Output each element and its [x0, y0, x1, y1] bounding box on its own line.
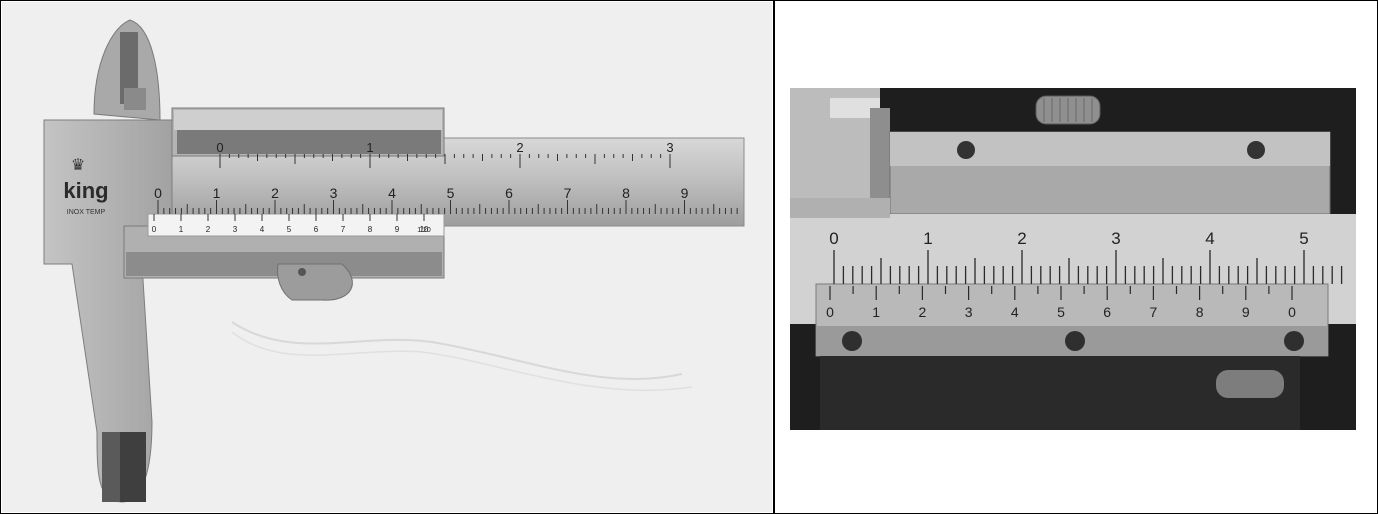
vernier-label: 9 — [1242, 304, 1250, 320]
caliper-photo-right: 0 1 2 3 4 5 0 1 2 3 4 5 6 7 8 9 0 — [790, 88, 1356, 430]
main-scale-label: 1 — [923, 229, 932, 248]
caliper-closeup: 0 1 2 3 4 5 0 1 2 3 4 5 6 7 8 9 0 — [790, 88, 1356, 430]
inch-scale-label: 0 — [216, 140, 223, 155]
vernier-label: 3 — [233, 225, 238, 234]
vernier-label: 2 — [919, 304, 927, 320]
vernier-label: 2 — [206, 225, 211, 234]
cm-scale-label: 7 — [564, 185, 572, 201]
vernier-label: 1 — [872, 304, 880, 320]
cm-scale-label: 6 — [505, 185, 513, 201]
screw-upper-left — [957, 141, 975, 159]
vernier-label: 7 — [1150, 304, 1158, 320]
svg-text:♛: ♛ — [71, 157, 85, 174]
vernier-label: 8 — [1196, 304, 1204, 320]
cm-scale-label: 8 — [622, 185, 630, 201]
screw-lower-mid — [1065, 331, 1085, 351]
brand-subtitle: INOX TEMP — [67, 209, 106, 216]
vernier-label: 8 — [368, 225, 373, 234]
cm-scale-label: 1 — [213, 185, 221, 201]
brand-logo: king — [63, 178, 108, 203]
vernier-label: 6 — [314, 225, 319, 234]
vernier-label: 6 — [1103, 304, 1111, 320]
vernier-label: 9 — [395, 225, 400, 234]
vernier-label: 0 — [1288, 304, 1296, 320]
vernier-label: 5 — [287, 225, 292, 234]
vernier-label: 4 — [260, 225, 265, 234]
vernier-label: 3 — [965, 304, 973, 320]
cm-scale-label: 2 — [271, 185, 279, 201]
vernier-label: 4 — [1011, 304, 1019, 320]
main-scale-label: 2 — [1017, 229, 1026, 248]
main-scale-label: 3 — [1111, 229, 1120, 248]
cm-scale-label: 5 — [447, 185, 455, 201]
cm-scale-label: 4 — [388, 185, 396, 201]
inch-scale-label: 2 — [516, 140, 523, 155]
vernier-label: 0 — [152, 225, 157, 234]
vernier-label: 1 — [179, 225, 184, 234]
inch-scale-label: 1 — [366, 140, 373, 155]
inch-scale-label: 3 — [666, 140, 673, 155]
cm-scale-label: 0 — [154, 185, 162, 201]
main-scale-label: 0 — [829, 229, 838, 248]
vernier-label: 0 — [826, 304, 834, 320]
vernier-unit-label: 1/20 — [417, 227, 431, 234]
screw-lower-left — [842, 331, 862, 351]
vernier-label: 5 — [1057, 304, 1065, 320]
vernier-label: 7 — [341, 225, 346, 234]
screw-lower-right — [1284, 331, 1304, 351]
vernier-label: 10 — [420, 225, 429, 234]
cm-scale-label: 3 — [330, 185, 338, 201]
caliper-illustration: 0 1 2 3 0 1 2 3 4 5 6 7 8 9 0 1 2 3 4 5 6 7 8 9 101/20 ♛ king IN… — [2, 2, 772, 512]
main-scale-label: 5 — [1299, 229, 1308, 248]
main-scale-label: 4 — [1205, 229, 1214, 248]
panel-divider — [773, 0, 775, 514]
cm-scale-label: 9 — [681, 185, 689, 201]
screw-upper-right — [1247, 141, 1265, 159]
vernier-strip — [147, 213, 445, 237]
